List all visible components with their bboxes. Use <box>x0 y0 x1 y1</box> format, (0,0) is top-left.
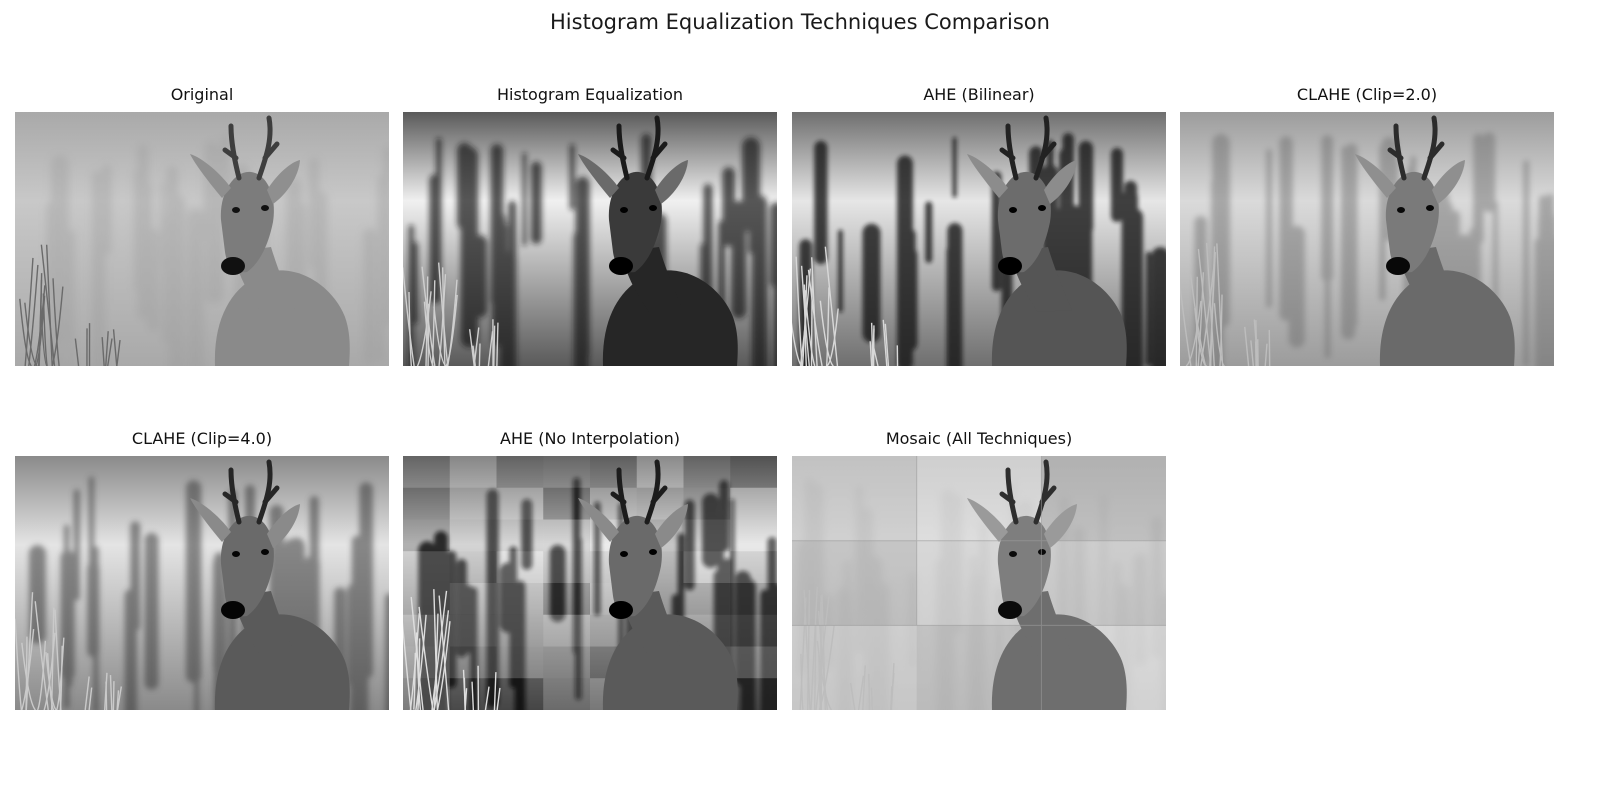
deer-left-eye <box>232 207 240 213</box>
deer-right-eye <box>1038 205 1046 211</box>
deer-left-eye <box>1009 207 1017 213</box>
deer-right-eye <box>1426 205 1434 211</box>
deer-right-eye <box>649 205 657 211</box>
deer <box>1355 115 1515 366</box>
deer <box>578 115 738 366</box>
plant-stems <box>19 244 121 366</box>
deer-left-ear <box>190 154 231 198</box>
figure-title: Histogram Equalization Techniques Compar… <box>550 10 1050 34</box>
deer-head <box>220 171 274 273</box>
panel-ahe-bilinear: AHE (Bilinear) <box>792 86 1166 366</box>
panel-clahe-clip-4: CLAHE (Clip=4.0) <box>15 430 389 710</box>
deer-left-eye <box>1397 207 1405 213</box>
deer-right-ear <box>1432 160 1465 204</box>
deer-head <box>220 515 274 617</box>
panel-histogram-equalization: Histogram Equalization <box>403 86 777 366</box>
deer-left-ear <box>578 498 619 542</box>
deer-body <box>602 614 738 710</box>
deer-antlers <box>222 115 280 181</box>
deer <box>190 115 350 366</box>
deer-image <box>792 112 1166 366</box>
panel-original: Original <box>15 86 389 366</box>
deer-image <box>15 456 389 710</box>
panel-title: Original <box>170 85 234 104</box>
deer-body <box>214 270 350 366</box>
deer-antlers <box>999 115 1057 181</box>
deer-right-eye <box>1038 549 1046 555</box>
deer-antlers <box>1387 115 1445 181</box>
deer-left-ear <box>967 154 1008 198</box>
deer-head <box>997 171 1051 273</box>
deer-antlers <box>610 115 668 181</box>
deer-left-eye <box>1009 551 1017 557</box>
deer <box>967 115 1127 366</box>
deer-right-ear <box>1044 504 1077 548</box>
deer-antlers <box>610 459 668 525</box>
deer-head <box>608 515 662 617</box>
deer-left-ear <box>967 498 1008 542</box>
deer-nose <box>609 601 633 619</box>
plant-stems <box>15 592 123 710</box>
deer-left-eye <box>620 551 628 557</box>
deer <box>190 459 350 710</box>
panel-ahe-no-interpolation: AHE (No Interpolation) <box>403 430 777 710</box>
panel-title: Histogram Equalization <box>496 85 684 104</box>
deer-antlers <box>222 459 280 525</box>
deer-image <box>403 456 777 710</box>
plant-stems <box>799 586 895 710</box>
deer-image <box>403 112 777 366</box>
deer-image <box>15 112 389 366</box>
deer-left-ear <box>578 154 619 198</box>
deer-nose <box>998 601 1022 619</box>
panel-title: CLAHE (Clip=4.0) <box>131 429 273 448</box>
deer <box>578 459 738 710</box>
deer-right-ear <box>655 160 688 204</box>
deer-body <box>991 614 1127 710</box>
deer-antlers <box>999 459 1057 525</box>
deer-nose <box>221 601 245 619</box>
plant-stems <box>403 262 499 366</box>
deer-left-ear <box>190 498 231 542</box>
deer-body <box>602 270 738 366</box>
deer-nose <box>1386 257 1410 275</box>
panel-title: AHE (Bilinear) <box>923 85 1035 104</box>
deer-image <box>1180 112 1554 366</box>
deer-left-ear <box>1355 154 1396 198</box>
plant-stems <box>792 246 899 366</box>
deer-right-ear <box>655 504 688 548</box>
plant-stems <box>403 589 501 710</box>
deer-image <box>792 456 1166 710</box>
deer-right-ear <box>1044 160 1077 204</box>
deer-right-eye <box>649 549 657 555</box>
deer-body <box>214 614 350 710</box>
deer-right-ear <box>267 504 300 548</box>
deer-right-eye <box>261 549 269 555</box>
panel-title: CLAHE (Clip=2.0) <box>1296 85 1438 104</box>
deer-right-eye <box>261 205 269 211</box>
deer-head <box>608 171 662 273</box>
panel-mosaic: Mosaic (All Techniques) <box>792 430 1166 710</box>
plant-stems <box>1180 242 1271 366</box>
panel-clahe-clip-2: CLAHE (Clip=2.0) <box>1180 86 1554 366</box>
deer-nose <box>221 257 245 275</box>
panel-title: Mosaic (All Techniques) <box>885 429 1073 448</box>
deer-body <box>991 270 1127 366</box>
deer-nose <box>998 257 1022 275</box>
deer-body <box>1379 270 1515 366</box>
deer-right-ear <box>267 160 300 204</box>
deer-left-eye <box>620 207 628 213</box>
deer-nose <box>609 257 633 275</box>
panel-title: AHE (No Interpolation) <box>500 429 680 448</box>
deer-head <box>1385 171 1439 273</box>
deer-left-eye <box>232 551 240 557</box>
